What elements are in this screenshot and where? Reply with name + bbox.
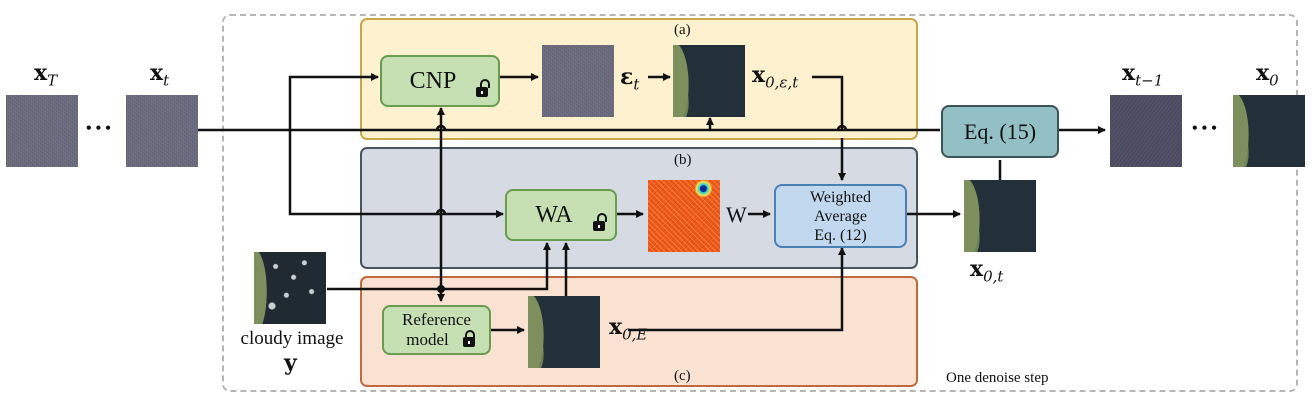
xt-to-cnp-arrow <box>288 73 379 130</box>
x0E-to-weighted-arrow <box>628 247 846 332</box>
x-t-minus-1-label: xt−1 <box>1122 60 1164 90</box>
x-0-label: x0 <box>1256 60 1279 90</box>
w-label: W <box>726 202 747 227</box>
x0-eps-t-image <box>673 45 745 117</box>
junction-dot <box>437 285 445 293</box>
x-T-label: xT <box>34 60 58 90</box>
x0-E-label: x0,E <box>609 314 648 344</box>
wa-label: WA <box>535 201 573 228</box>
eq15-label: Eq. (15) <box>963 118 1037 144</box>
x0-t-label: x0,t <box>970 256 1004 286</box>
y-to-wa-arrow <box>327 242 551 291</box>
eps-t-label: εt <box>620 64 640 94</box>
model-line: model <box>406 330 449 349</box>
weighted-line: Weighted <box>810 188 871 206</box>
x0-t-image <box>964 180 1036 252</box>
x0-E-image <box>528 296 600 368</box>
lock-icon <box>463 330 475 347</box>
denoise-step-frame <box>222 14 1298 392</box>
frame-label: One denoise step <box>946 370 1049 386</box>
x-t-minus-1-image <box>1110 95 1182 167</box>
x0eps-to-weighted-arrow <box>812 75 842 180</box>
reference-line: Reference <box>402 310 471 329</box>
ellipsis-left: • • • <box>86 120 111 137</box>
cloudy-image-caption: cloudy image <box>240 328 344 349</box>
unlock-icon <box>476 79 490 97</box>
x0-eps-t-label: x0,ε,t <box>752 62 799 92</box>
cnp-block: CNP <box>380 55 500 107</box>
weighted-average-block: Weighted Average Eq. (12) <box>774 184 907 248</box>
weight-heatmap-image <box>648 180 720 252</box>
panel-a-label: (a) <box>674 22 691 38</box>
wa-block: WA <box>505 189 617 241</box>
xt-to-wa-arrow <box>288 130 504 218</box>
ellipsis-right: • • • <box>1192 120 1217 137</box>
y-symbol: y <box>284 350 297 376</box>
panel-c-label: (c) <box>674 368 691 384</box>
reference-model-block: Reference model <box>382 305 491 355</box>
x-t-label: xt <box>150 60 170 90</box>
average-line: Average <box>814 207 867 225</box>
eps-t-noise-image <box>542 45 614 117</box>
cloudy-image <box>254 252 326 324</box>
eq15-block: Eq. (15) <box>941 105 1059 158</box>
panel-b-label: (b) <box>674 152 692 168</box>
eq12-line: Eq. (12) <box>814 226 867 244</box>
unlock-icon <box>593 213 607 231</box>
cnp-label: CNP <box>409 67 457 94</box>
x-t-image <box>126 95 198 167</box>
x-T-image <box>6 95 78 167</box>
x-0-image <box>1233 95 1305 167</box>
